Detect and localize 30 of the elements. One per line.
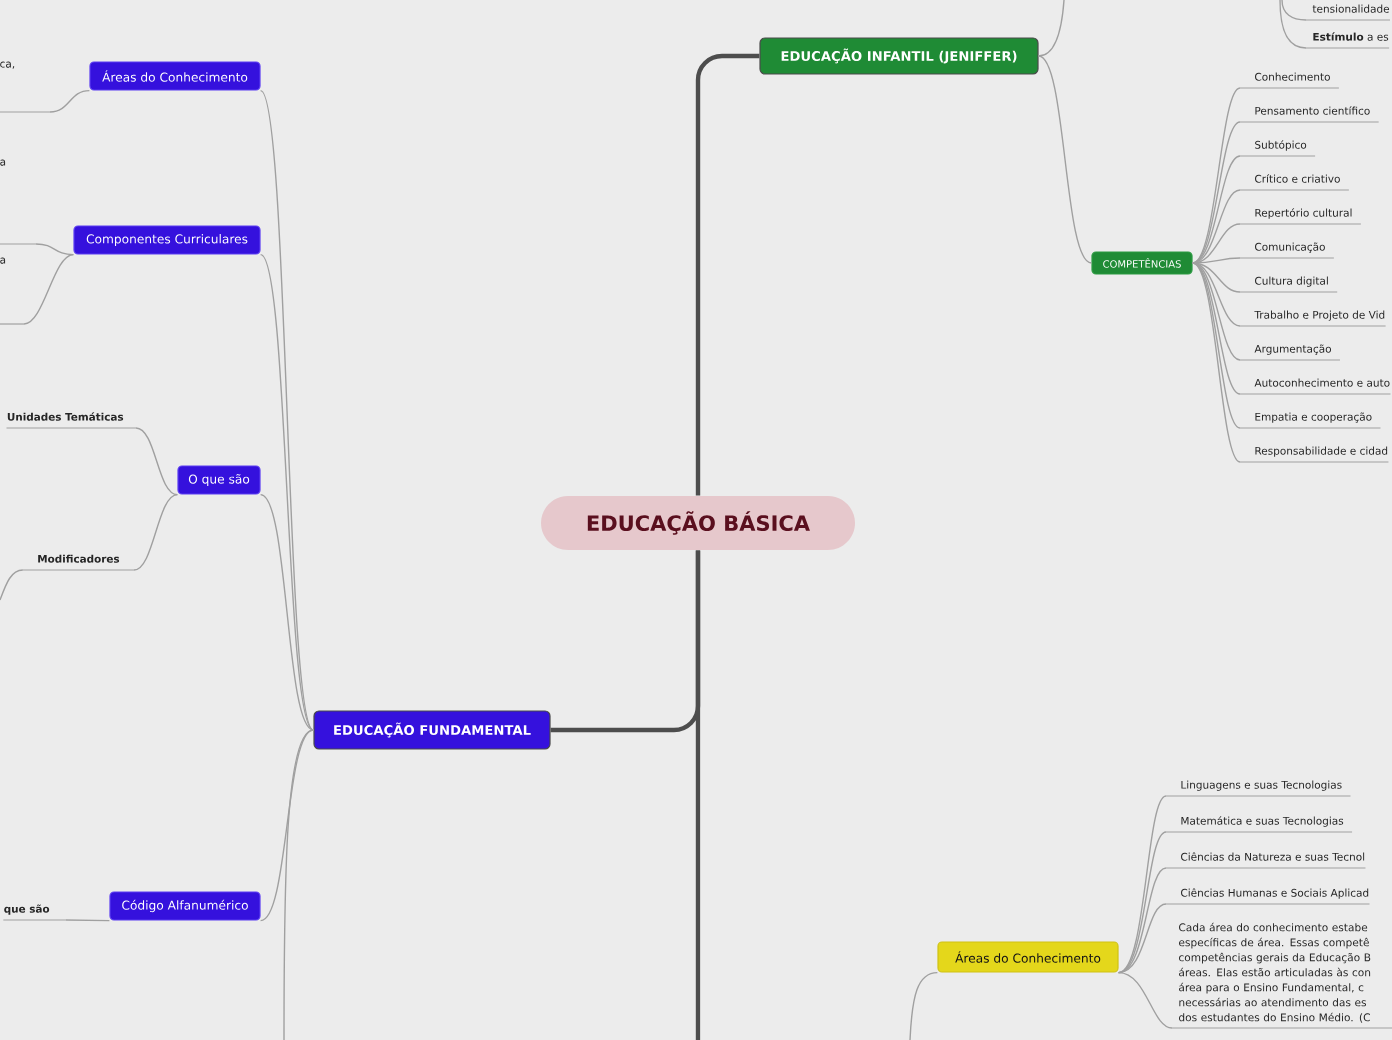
branch-line: [259, 89, 315, 731]
branch-line: [259, 493, 315, 731]
branch-line: [1191, 262, 1241, 429]
branch-line: [1117, 971, 1173, 1029]
branch-line: [1191, 87, 1241, 264]
branch-line: [1191, 262, 1241, 293]
branch-line: [49, 89, 91, 113]
branch-line: [1191, 121, 1241, 264]
central-topic-pill: EDUCAÇÃO BÁSICA: [541, 496, 855, 550]
branch-line: [695, 550, 701, 1040]
branch-line: [695, 53, 760, 496]
branch-line: [1191, 262, 1241, 463]
branch-line: [1191, 155, 1241, 264]
branch-line: [909, 971, 939, 1040]
branch-line: [0, 569, 24, 601]
branch-line: [259, 253, 315, 731]
branch-line: [1117, 795, 1167, 974]
branch-line: [1117, 903, 1167, 974]
branch-line: [23, 253, 75, 325]
branch-line: [283, 729, 315, 1040]
branch-line: [65, 919, 111, 922]
branch-line: [133, 493, 179, 571]
branch-line: [1279, 0, 1307, 49]
branch-line: [1037, 0, 1065, 57]
branch-line: [259, 729, 315, 922]
branch-line: [1117, 831, 1167, 974]
branch-line: [1281, 0, 1307, 21]
branch-line: [135, 427, 179, 496]
branch-line: [35, 243, 75, 256]
branch-line: [1037, 55, 1093, 264]
